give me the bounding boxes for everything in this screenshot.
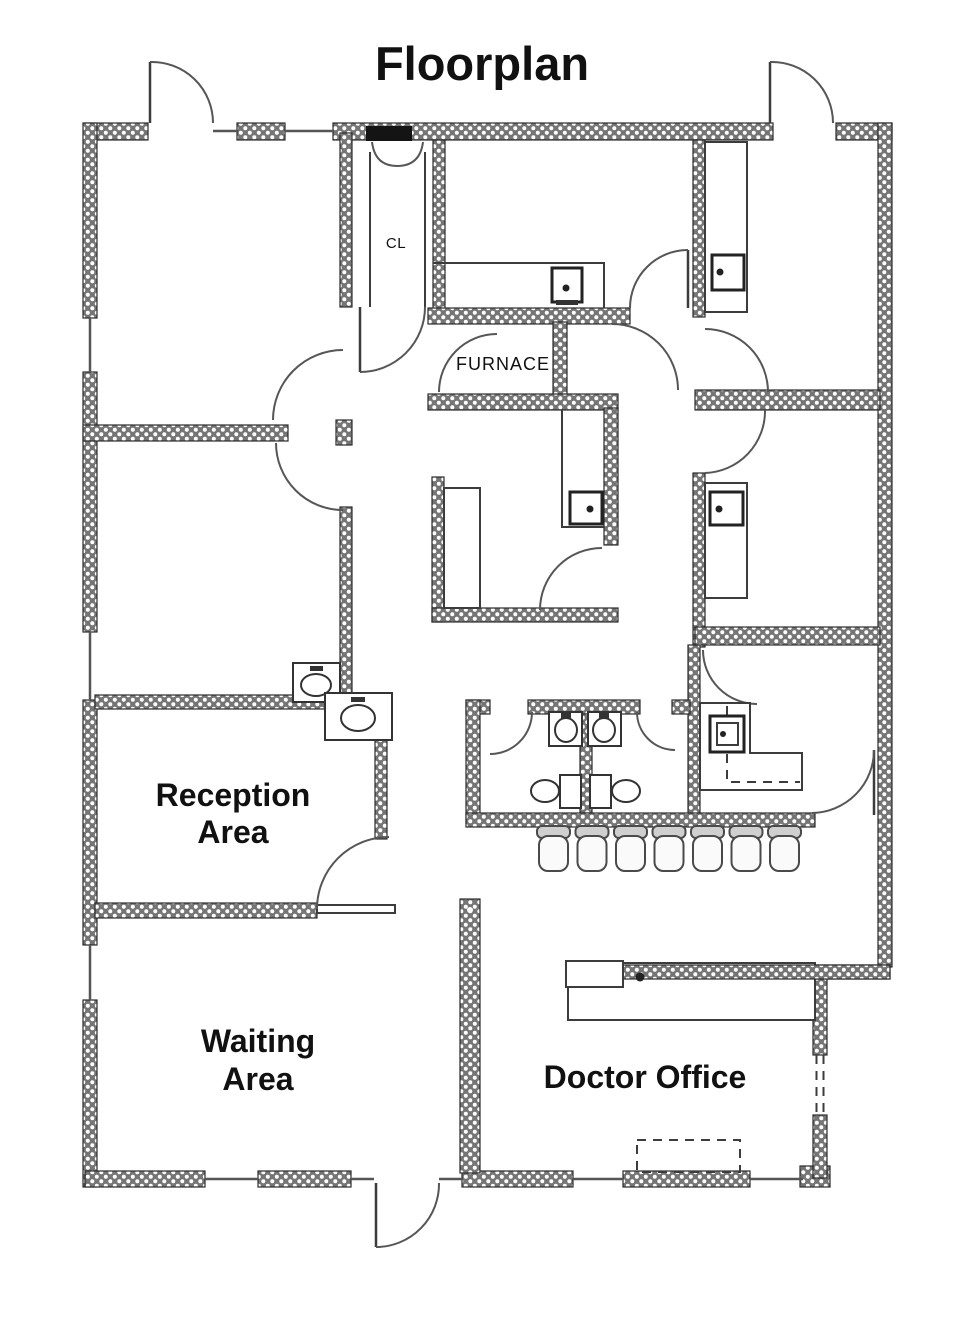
door-swing-arc [704, 328, 769, 393]
wall-segment [589, 964, 891, 980]
wall-segment [257, 1170, 352, 1188]
wall-segment [427, 307, 631, 325]
chair-icon [538, 835, 569, 872]
counter-edge [433, 262, 605, 308]
wall-segment [527, 699, 641, 715]
reception-label-line2: Area [197, 814, 268, 850]
entry-door-arc [375, 1182, 441, 1248]
counters [433, 141, 816, 1021]
dashed-rug-outline [636, 1139, 741, 1173]
interior-walls [82, 132, 891, 1179]
door-swing-arc [539, 547, 603, 611]
toilet-icon [530, 774, 582, 809]
door-swing-arc [629, 249, 689, 309]
wall-segment [671, 699, 691, 715]
fountain-icon [324, 692, 393, 741]
door-swing-arc [275, 442, 344, 511]
basin-icon [548, 711, 583, 747]
chair-icon [576, 835, 608, 872]
sink-icon [708, 714, 746, 754]
chair-icon [730, 835, 762, 872]
wall-segment [603, 407, 619, 546]
sink-icon [568, 490, 604, 526]
wall-segment [694, 626, 881, 646]
door-swing-arc [359, 306, 426, 373]
wall-cap-dot [467, 907, 473, 913]
sinks [550, 253, 746, 754]
closet [369, 152, 426, 307]
door-swing-arc [769, 60, 834, 124]
door-swing-arc [811, 749, 875, 814]
wall-segment [687, 644, 701, 824]
wall-segment [84, 1170, 206, 1188]
waiting-chairs-row [536, 825, 802, 872]
door-swing-arc [611, 323, 679, 391]
wall-segment [622, 1170, 751, 1188]
wall-fountains [292, 662, 393, 741]
wall-segment [431, 476, 445, 623]
wall-segment [82, 424, 289, 442]
counter-edge [561, 410, 604, 528]
wall-segment [432, 139, 446, 311]
door-swing-arc [316, 836, 390, 910]
wall-segment [82, 122, 98, 319]
door-swing-arc [704, 409, 767, 474]
wall-segment [552, 321, 568, 407]
sink-icon [708, 490, 745, 527]
closet-label: CL [386, 235, 406, 252]
door-swing-arc [438, 333, 498, 393]
reception-label-line1: Reception [156, 777, 311, 813]
wall-segment [236, 122, 286, 141]
door-swing-arc [489, 711, 533, 755]
wall-segment [431, 607, 619, 623]
wall-segment [465, 699, 481, 824]
wall-segment [692, 139, 706, 318]
wall-segment [82, 999, 98, 1188]
desk-chair-dot [635, 972, 645, 982]
door-arcs [148, 60, 876, 1248]
chair-icon [615, 835, 646, 872]
chair-icon [653, 835, 685, 872]
window-segments [88, 129, 803, 1181]
doctor-office-label: Doctor Office [544, 1059, 747, 1095]
sink-icon [550, 266, 584, 305]
waiting-label-line1: Waiting [201, 1023, 315, 1059]
wall-segment [877, 122, 893, 968]
closet-door-curve [371, 141, 398, 167]
wall-segment [692, 472, 706, 648]
closet-door-curve [396, 141, 424, 167]
toilet-icon [589, 774, 641, 809]
wall-segment [694, 389, 881, 411]
dashed-wall-opening [815, 1055, 825, 1115]
wall-segment [339, 506, 353, 701]
wall-segment [335, 419, 353, 446]
counter [443, 487, 481, 609]
wall-segment [339, 132, 353, 308]
basin-icon [587, 711, 622, 747]
door-swing-arc [272, 349, 344, 421]
chair-icon [769, 835, 800, 872]
wall-segment [94, 902, 318, 919]
wall-segment [82, 371, 98, 633]
labels: Floorplan CL FURNACE Reception Area Wait… [156, 37, 747, 1097]
wall-segment [459, 898, 481, 1174]
door-swing-arc [636, 711, 676, 751]
restroom-fixtures [530, 711, 641, 809]
furnace-label: FURNACE [456, 354, 550, 374]
wall-segment [465, 812, 816, 828]
page-title: Floorplan [375, 37, 589, 90]
desk-shelf [565, 960, 624, 988]
wall-segment [812, 1114, 828, 1179]
waiting-label-line2: Area [222, 1061, 293, 1097]
chair-icon [692, 835, 723, 872]
sink-icon [710, 253, 746, 292]
door-swing-arc [149, 60, 214, 124]
wall-vent-bar [366, 126, 412, 141]
wall-segment [427, 393, 619, 411]
door-leaf [316, 904, 396, 914]
door-swing-arc [702, 649, 758, 705]
